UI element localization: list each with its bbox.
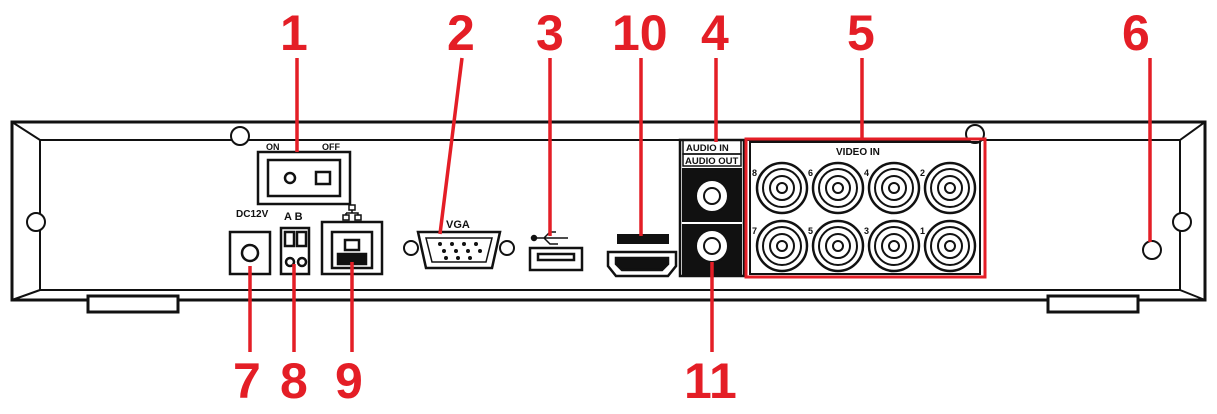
video-in-label: VIDEO IN [836, 147, 880, 158]
hdmi-logo [617, 234, 669, 244]
audio-in-label: AUDIO IN [686, 143, 729, 154]
video-in-number-3: 3 [864, 226, 869, 236]
video-in-number-4: 4 [864, 168, 869, 178]
video-in-number-7: 7 [752, 226, 757, 236]
callout-6: 6 [1122, 5, 1150, 61]
video-in-panel [749, 141, 981, 275]
audio-block [678, 138, 746, 278]
callout-2: 2 [447, 5, 475, 61]
switch-off-label: OFF [322, 142, 340, 152]
video-in-number-8: 8 [752, 168, 757, 178]
video-in-number-1: 1 [920, 226, 925, 236]
bnc-row-top [755, 161, 977, 215]
audio-out-label: AUDIO OUT [685, 156, 739, 167]
callout-7: 7 [233, 353, 261, 409]
callout-4: 4 [701, 5, 729, 61]
video-in-bnc-3 [867, 219, 921, 273]
video-in-bnc-8 [755, 161, 809, 215]
video-in-bnc-1 [923, 219, 977, 273]
highlight-boxes [744, 137, 987, 279]
callout-numbers: 1 2 3 10 4 5 6 7 8 9 11 [233, 5, 1150, 409]
video-in-number-2: 2 [920, 168, 925, 178]
callout-3: 3 [536, 5, 564, 61]
callout-11: 11 [684, 353, 737, 409]
video-in-number-5: 5 [808, 226, 813, 236]
video-in-number-6: 6 [808, 168, 813, 178]
video-in-top-numbers: 8 6 4 2 [752, 168, 925, 178]
switch-on-label: ON [266, 142, 280, 152]
video-in-bnc-7 [755, 219, 809, 273]
video-in-bnc-4 [867, 161, 921, 215]
usb-icon [530, 231, 568, 245]
chassis [10, 120, 1207, 314]
hdmi-port [606, 250, 678, 278]
callout-8: 8 [280, 353, 308, 409]
video-in-bnc-5 [811, 219, 865, 273]
callout-5: 5 [847, 5, 875, 61]
network-icon [342, 204, 362, 221]
dc12v-label: DC12V [236, 209, 269, 220]
video-in-bnc-2 [923, 161, 977, 215]
callout-1: 1 [280, 5, 308, 61]
video-in-bottom-numbers: 7 5 3 1 [752, 226, 925, 236]
callout-9: 9 [335, 353, 363, 409]
vga-label: VGA [446, 219, 470, 231]
video-in-bnc-6 [811, 161, 865, 215]
callout-lines [248, 57, 1152, 352]
vga-port [416, 230, 502, 270]
usb-port [528, 246, 584, 272]
callout-10: 10 [612, 5, 668, 61]
power-switch [256, 150, 352, 206]
bnc-row-bottom [755, 219, 977, 273]
ab-label: A B [284, 211, 303, 223]
